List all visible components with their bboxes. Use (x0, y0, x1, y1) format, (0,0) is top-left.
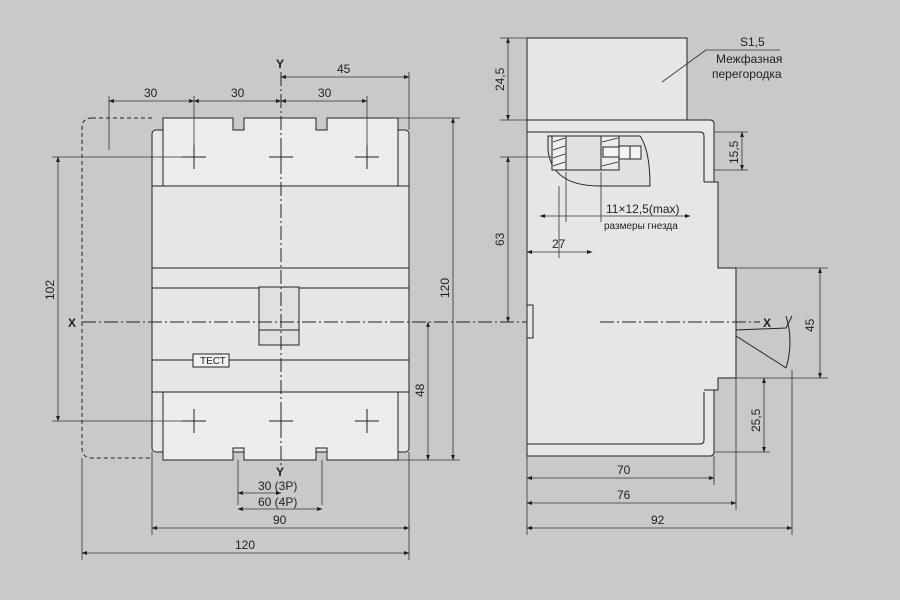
dim-depth-76: 76 (617, 488, 631, 502)
dim-pitch-3: 30 (318, 86, 332, 100)
dim-pitch-2: 30 (231, 86, 245, 100)
dim-barrier-height: 24,5 (493, 67, 507, 91)
dim-mount-spacing: 102 (43, 280, 57, 300)
dim-body-height: 120 (438, 278, 452, 298)
front-4p-outline (81, 117, 152, 459)
barrier-label-2: Межфазная (716, 52, 782, 66)
dim-half-width: 45 (337, 62, 351, 76)
dim-axis-height: 48 (413, 383, 427, 397)
front-labels: Y Y X 30 30 30 45 102 120 48 30 (3P) 60 … (43, 57, 452, 552)
dim-height-63: 63 (493, 232, 507, 246)
interphase-barrier (526, 37, 688, 121)
barrier-label-1: S1,5 (740, 35, 765, 49)
dim-terminal-depth: 15,5 (727, 140, 741, 164)
side-view (526, 37, 793, 457)
dim-lower-25-5: 25,5 (749, 408, 763, 432)
side-dimensions (500, 37, 828, 535)
terminal-screw (602, 146, 620, 158)
socket-left (551, 135, 567, 171)
dim-terminal-27: 27 (552, 237, 566, 251)
axis-y-bottom: Y (276, 465, 284, 479)
dim-depth-70: 70 (617, 463, 631, 477)
test-button (192, 353, 230, 368)
dim-body-width: 90 (273, 513, 287, 527)
front-dimensions (52, 72, 460, 560)
socket-size-label: 11×12,5(max) (606, 202, 679, 216)
dim-pitch-1: 30 (144, 86, 158, 100)
front-view (81, 72, 530, 465)
axis-x-front: X (68, 316, 76, 330)
din-clip (527, 304, 534, 339)
side-labels: X 24,5 63 27 15,5 45 25,5 70 76 92 S1,5 … (493, 35, 817, 527)
socket-caption-label: размеры гнезда (604, 221, 678, 232)
dim-depth-92: 92 (651, 513, 665, 527)
dim-mount-4p: 60 (4P) (258, 495, 297, 509)
socket-hatching (552, 137, 619, 167)
front-handle (258, 286, 300, 346)
dim-handle-45: 45 (803, 318, 817, 332)
dim-mount-3p: 30 (3P) (258, 479, 297, 493)
dim-overall-width: 120 (235, 538, 255, 552)
axis-x-side: X (763, 316, 771, 330)
barrier-label-3: перегородка (712, 67, 782, 81)
test-button-label: ТЕСТ (200, 356, 226, 367)
axis-y-top: Y (276, 57, 284, 71)
side-handle (735, 315, 793, 369)
